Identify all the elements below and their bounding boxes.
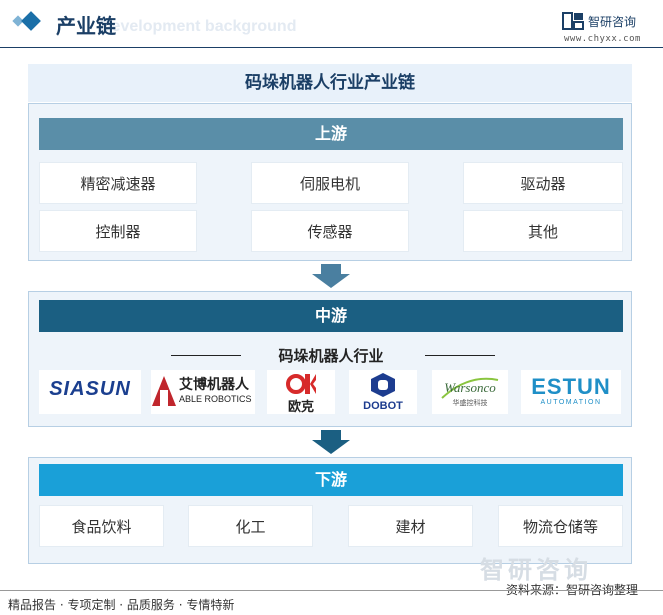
dobot-mark-icon	[371, 373, 395, 397]
brand-logo-icon	[562, 12, 584, 30]
downstream-item: 物流仓储等	[498, 505, 623, 547]
siasun-logo: SIASUN	[39, 370, 141, 414]
upstream-label: 上游	[39, 118, 623, 150]
downstream-item: 建材	[348, 505, 473, 547]
upstream-section: 上游 精密减速器 伺服电机 驱动器 控制器 传感器 其他	[28, 103, 632, 261]
okay-logo: 欧克	[267, 370, 335, 415]
able-robotics-cn: 艾博机器人	[179, 377, 249, 393]
siasun-logo-text: SIASUN	[49, 378, 131, 400]
header-ghost-text: Development background	[100, 18, 297, 35]
dobot-logo: DOBOT	[349, 370, 417, 414]
dobot-text: DOBOT	[363, 400, 403, 412]
upstream-item: 精密减速器	[39, 162, 197, 204]
estun-sub: AUTOMATION	[540, 399, 602, 406]
footer-divider	[0, 590, 663, 591]
upstream-item: 其他	[463, 210, 623, 252]
midstream-section: 中游 码垛机器人行业 SIASUN 艾博机器人 ABLE ROBOTICS 欧克…	[28, 291, 632, 427]
page-title: 产业链	[56, 14, 116, 38]
okay-mark-icon	[286, 374, 316, 394]
warsonco-logo: Warsonco 华盛控科技	[432, 370, 508, 414]
upstream-item: 传感器	[251, 210, 409, 252]
flow-arrow-down-icon	[312, 264, 350, 288]
midstream-label: 中游	[39, 300, 623, 332]
estun-logo: ESTUN AUTOMATION	[521, 370, 621, 414]
watermark-text: 智研咨询	[480, 556, 592, 584]
downstream-section: 下游 食品饮料 化工 建材 物流仓储等	[28, 457, 632, 564]
header-diamond-icon	[21, 11, 41, 31]
able-robotics-en: ABLE ROBOTICS	[179, 394, 252, 404]
able-robotics-mark-icon	[152, 376, 176, 406]
upstream-item: 控制器	[39, 210, 197, 252]
industry-line-left	[171, 355, 241, 356]
header-divider	[0, 47, 663, 48]
brand-url: www.chyxx.com	[564, 34, 641, 44]
estun-text: ESTUN	[531, 374, 611, 399]
upstream-item: 伺服电机	[251, 162, 409, 204]
warsonco-cn: 华盛控科技	[452, 399, 488, 407]
industry-line-right	[425, 355, 495, 356]
industry-label: 码垛机器人行业	[278, 347, 384, 365]
warsonco-swoosh-icon	[441, 377, 499, 399]
downstream-label: 下游	[39, 464, 623, 496]
diagram-title: 码垛机器人行业产业链	[28, 64, 632, 102]
page-header: Development background 产业链 智研咨询 www.chyx…	[0, 0, 663, 48]
downstream-item: 化工	[188, 505, 313, 547]
upstream-item: 驱动器	[463, 162, 623, 204]
flow-arrow-down-icon	[312, 430, 350, 454]
okay-cn: 欧克	[287, 400, 314, 415]
downstream-item: 食品饮料	[39, 505, 164, 547]
footer-tagline: 精品报告 · 专项定制 · 品质服务 · 专情特新	[8, 598, 235, 612]
warsonco-text: Warsonco	[444, 380, 496, 395]
brand-name: 智研咨询	[588, 15, 637, 29]
able-robotics-logo: 艾博机器人 ABLE ROBOTICS	[151, 370, 255, 414]
